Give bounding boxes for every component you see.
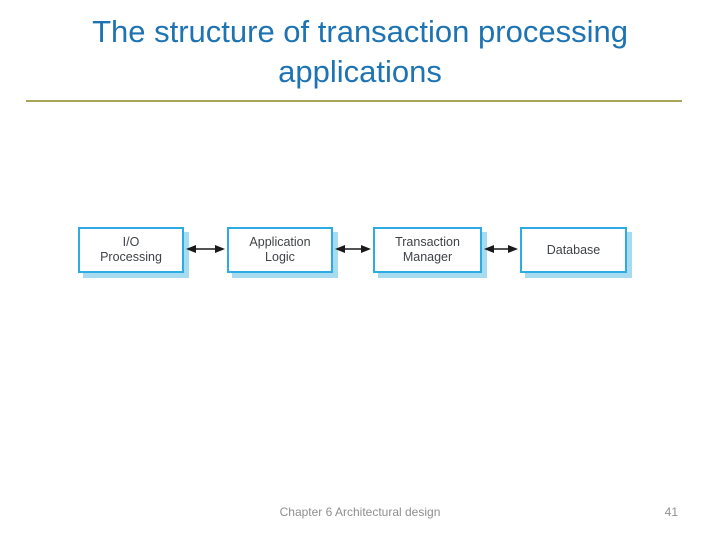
double-arrow-icon: [484, 245, 518, 253]
diagram-node-io-processing: I/O Processing: [78, 227, 184, 273]
diagram-node-database: Database: [520, 227, 627, 273]
footer-caption: Chapter 6 Architectural design: [279, 505, 441, 519]
double-arrow-icon: [186, 245, 225, 253]
footer-page-number: 41: [664, 505, 678, 519]
title-underline-rule: [26, 100, 682, 102]
double-arrow-icon: [335, 245, 371, 253]
diagram-node-transaction-manager: Transaction Manager: [373, 227, 482, 273]
diagram-node-application-logic: Application Logic: [227, 227, 333, 273]
slide-title: The structure of transaction processing …: [92, 14, 628, 89]
